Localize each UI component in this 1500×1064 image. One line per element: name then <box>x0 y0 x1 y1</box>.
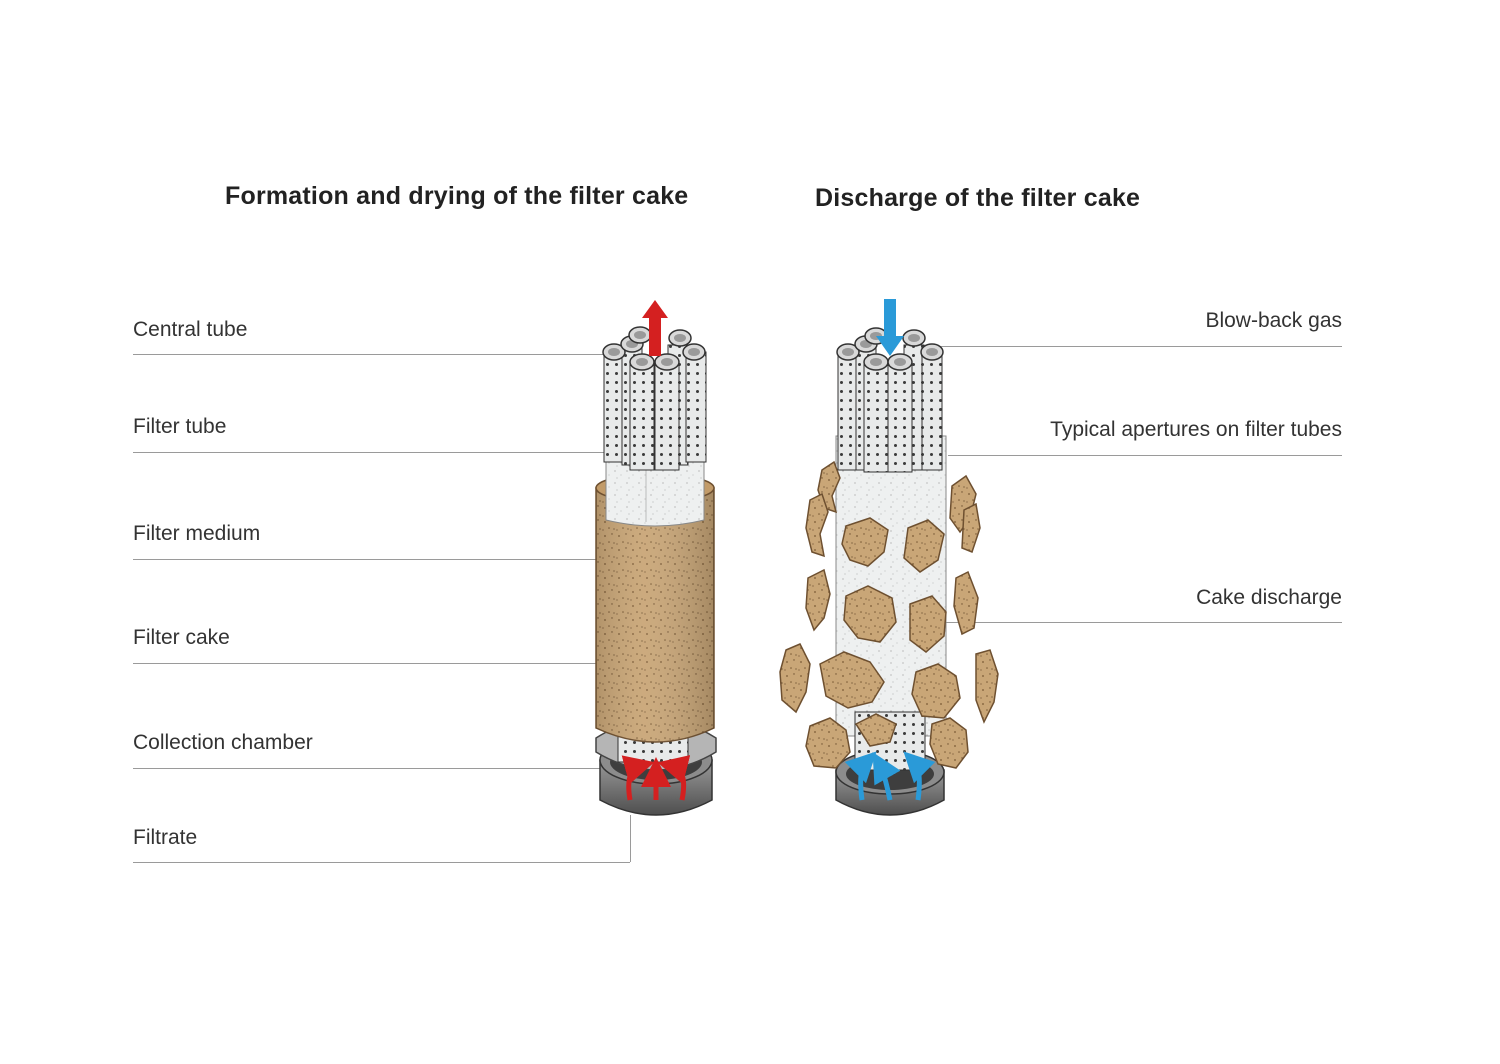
label-central-tube: Central tube <box>133 318 248 341</box>
label-collection-chamber: Collection chamber <box>133 731 313 754</box>
leader-line-cake-discharge <box>880 622 1342 623</box>
label-blow-back-gas: Blow-back gas <box>1205 309 1342 332</box>
cake-fragments <box>779 460 999 769</box>
leader-line-blow-back-gas <box>935 346 1342 347</box>
right-filter-tubes <box>836 327 944 473</box>
label-cake-discharge: Cake discharge <box>1196 586 1342 609</box>
left-filtrate-arrow-1 <box>621 755 655 801</box>
label-filter-medium: Filter medium <box>133 522 261 545</box>
right-blowback-arrow-2 <box>872 751 901 801</box>
label-filtrate: Filtrate <box>133 826 198 849</box>
leader-line-central-tube <box>133 354 603 355</box>
right-diagram-title: Discharge of the filter cake <box>815 184 1141 212</box>
right-blowback-gas-arrow <box>876 299 904 356</box>
label-filter-cake: Filter cake <box>133 626 230 649</box>
right-filter-candle <box>779 299 999 816</box>
left-central-tube-arrow <box>642 300 668 356</box>
leader-line-filtrate <box>133 862 630 863</box>
leader-line-filtrate-vertical <box>630 815 631 862</box>
label-typical-apertures: Typical apertures on filter tubes <box>1050 418 1342 441</box>
leader-line-collection-chamber <box>133 768 608 769</box>
leader-line-filter-cake <box>133 663 626 664</box>
leader-line-filter-medium <box>133 559 626 560</box>
left-filter-candle <box>595 300 717 816</box>
left-diagram-title: Formation and drying of the filter cake <box>225 182 689 210</box>
left-filtrate-arrow-3 <box>657 755 691 801</box>
leader-line-typical-apertures <box>948 455 1342 456</box>
left-filter-tubes <box>602 326 707 471</box>
right-blowback-arrow-3 <box>903 751 936 801</box>
right-blowback-arrow-1 <box>844 751 877 801</box>
label-filter-tube: Filter tube <box>133 415 227 438</box>
leader-line-filter-tube <box>133 452 630 453</box>
